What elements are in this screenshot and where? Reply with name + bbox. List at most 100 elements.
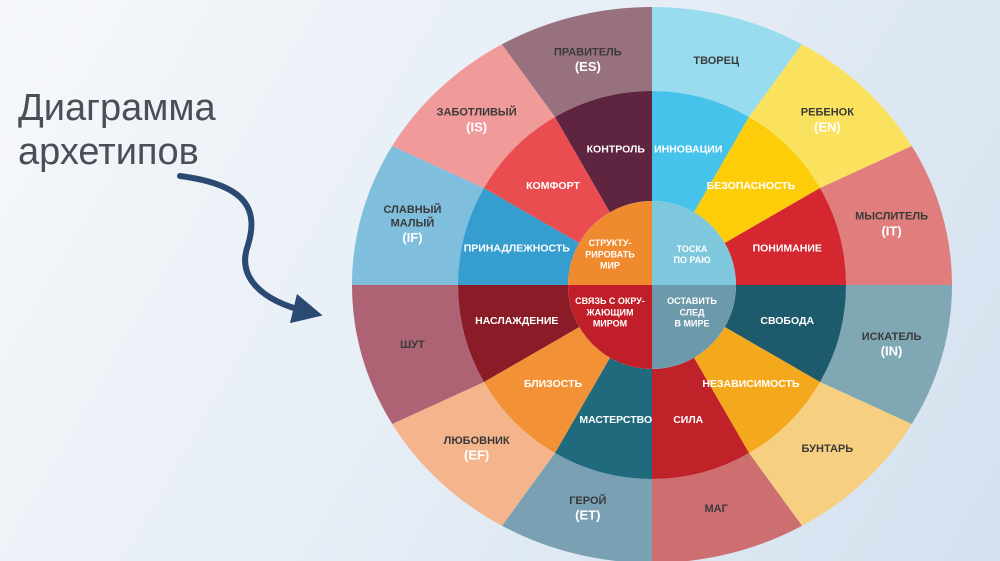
outer-sector-0 bbox=[652, 7, 802, 117]
core-label-top-right-line-0: ТОСКА bbox=[677, 244, 708, 254]
archetype-label-9-line-2: (IF) bbox=[402, 230, 422, 245]
core-label-top-left-line-1: РИРОВАТЬ bbox=[585, 249, 635, 259]
middle-sector-1 bbox=[694, 116, 821, 243]
motivation-label-4: НЕЗАВИСИМОСТЬ bbox=[702, 378, 800, 390]
motivation-label-8-line-0: НАСЛАЖДЕНИЕ bbox=[475, 315, 558, 327]
outer-sector-3 bbox=[820, 285, 952, 424]
motivation-label-2: ПОНИМАНИЕ bbox=[753, 243, 822, 255]
outer-sector-7 bbox=[392, 382, 555, 526]
middle-sector-5 bbox=[652, 357, 749, 479]
outer-sector-10 bbox=[392, 44, 555, 189]
motivation-label-10-line-0: КОМФОРТ bbox=[526, 180, 580, 192]
motivation-label-3: СВОБОДА bbox=[760, 315, 814, 327]
motivation-label-0-line-0: ИННОВАЦИИ bbox=[654, 144, 722, 156]
core-label-top-left-line-0: СТРУКТУ- bbox=[588, 238, 631, 248]
core-label-bottom-right-line-1: СЛЕД bbox=[679, 307, 705, 317]
motivation-label-2-line-0: ПОНИМАНИЕ bbox=[753, 243, 822, 255]
motivation-label-6-line-0: МАСТЕРСТВО bbox=[579, 414, 652, 426]
outer-sector-9 bbox=[352, 146, 484, 285]
motivation-label-7-line-0: БЛИЗОСТЬ bbox=[524, 378, 583, 390]
motivation-label-1: БЕЗОПАСНОСТЬ bbox=[707, 180, 796, 192]
outer-sector-8 bbox=[352, 285, 484, 424]
archetype-label-4-line-0: БУНТАРЬ bbox=[802, 443, 854, 455]
archetype-label-5: МАГ bbox=[705, 503, 729, 515]
title-line-1: Диаграмма bbox=[18, 87, 216, 129]
archetype-label-10: ЗАБОТЛИВЫЙ(IS) bbox=[437, 106, 517, 135]
motivation-label-11: КОНТРОЛЬ bbox=[587, 144, 646, 156]
center-quadrant-top-left bbox=[568, 201, 652, 285]
motivation-label-8: НАСЛАЖДЕНИЕ bbox=[475, 315, 558, 327]
core-label-top-right-line-1: ПО РАЮ bbox=[674, 255, 711, 265]
archetype-label-1: РЕБЕНОК(EN) bbox=[801, 107, 854, 135]
title-line-2: архетипов bbox=[18, 131, 199, 173]
motivation-label-11-line-0: КОНТРОЛЬ bbox=[587, 144, 646, 156]
core-label-top-left-line-2: МИР bbox=[600, 261, 620, 271]
middle-sector-3 bbox=[724, 285, 846, 382]
motivation-label-9: ПРИНАДЛЕЖНОСТЬ bbox=[464, 243, 570, 255]
motivation-label-4-line-0: НЕЗАВИСИМОСТЬ bbox=[702, 378, 800, 390]
archetype-label-8: ШУТ bbox=[400, 339, 425, 351]
archetype-label-11-line-0: ПРАВИТЕЛЬ bbox=[554, 47, 622, 59]
middle-sector-8 bbox=[458, 285, 580, 382]
archetype-label-6-line-0: ГЕРОЙ bbox=[569, 494, 606, 507]
middle-sector-4 bbox=[694, 327, 821, 454]
page-title: Диаграмма архетипов bbox=[18, 86, 216, 174]
middle-sector-0 bbox=[652, 91, 749, 213]
archetype-label-1-line-1: (EN) bbox=[814, 119, 841, 134]
motivation-label-9-line-0: ПРИНАДЛЕЖНОСТЬ bbox=[464, 243, 570, 255]
motivation-label-6: МАСТЕРСТВО bbox=[579, 414, 652, 426]
outer-sector-2 bbox=[820, 146, 952, 285]
middle-sector-11 bbox=[555, 91, 652, 213]
archetype-label-2-line-1: (IT) bbox=[881, 223, 901, 238]
archetype-label-6: ГЕРОЙ(ET) bbox=[569, 494, 606, 523]
motivation-label-5-line-0: СИЛА bbox=[673, 414, 703, 426]
archetype-label-3-line-1: (IN) bbox=[881, 343, 903, 358]
archetype-label-10-line-0: ЗАБОТЛИВЫЙ bbox=[437, 106, 517, 119]
core-label-bottom-left-line-2: МИРОМ bbox=[593, 319, 627, 329]
archetype-label-4: БУНТАРЬ bbox=[802, 443, 854, 455]
archetype-label-7: ЛЮБОВНИК(EF) bbox=[444, 435, 510, 463]
middle-sector-6 bbox=[555, 357, 652, 479]
center-quadrant-top-right bbox=[652, 201, 736, 285]
archetype-label-9-line-1: МАЛЫЙ bbox=[391, 217, 435, 230]
outer-sector-6 bbox=[502, 453, 652, 561]
motivation-label-3-line-0: СВОБОДА bbox=[760, 315, 814, 327]
archetype-label-7-line-0: ЛЮБОВНИК bbox=[444, 435, 510, 447]
outer-sector-4 bbox=[749, 382, 912, 526]
core-label-bottom-left-line-0: СВЯЗЬ С ОКРУ- bbox=[575, 296, 645, 306]
outer-sector-1 bbox=[749, 44, 912, 189]
motivation-label-10: КОМФОРТ bbox=[526, 180, 580, 192]
archetype-label-1-line-0: РЕБЕНОК bbox=[801, 107, 854, 119]
motivation-label-5: СИЛА bbox=[673, 414, 703, 426]
center-quadrant-bottom-right bbox=[652, 285, 736, 369]
archetype-label-10-line-1: (IS) bbox=[466, 119, 487, 134]
core-label-top-left: СТРУКТУ-РИРОВАТЬ МИР bbox=[585, 238, 635, 271]
core-label-bottom-right-line-0: ОСТАВИТЬ bbox=[667, 296, 717, 306]
archetype-label-5-line-0: МАГ bbox=[705, 503, 729, 515]
archetype-label-8-line-0: ШУТ bbox=[400, 339, 425, 351]
archetype-label-6-line-1: (ET) bbox=[575, 507, 600, 522]
archetype-label-3-line-0: ИСКАТЕЛЬ bbox=[862, 331, 922, 343]
archetype-label-11: ПРАВИТЕЛЬ(ES) bbox=[554, 47, 622, 75]
center-quadrant-bottom-left bbox=[568, 285, 652, 369]
outer-sector-11 bbox=[502, 7, 652, 117]
motivation-label-7: БЛИЗОСТЬ bbox=[524, 378, 583, 390]
motivation-label-0: ИННОВАЦИИ bbox=[654, 144, 722, 156]
archetype-label-2: МЫСЛИТЕЛЬ(IT) bbox=[855, 211, 928, 239]
archetype-label-2-line-0: МЫСЛИТЕЛЬ bbox=[855, 211, 928, 223]
core-label-bottom-left-line-1: ЖАЮЩИМ bbox=[585, 307, 633, 317]
archetype-label-3: ИСКАТЕЛЬ(IN) bbox=[862, 331, 922, 359]
archetype-label-9-line-0: СЛАВНЫЙ bbox=[383, 203, 441, 216]
archetype-label-0-line-0: ТВОРЕЦ bbox=[693, 55, 739, 67]
outer-sector-5 bbox=[652, 453, 802, 561]
archetype-label-11-line-1: (ES) bbox=[575, 59, 601, 74]
archetype-label-7-line-1: (EF) bbox=[464, 447, 489, 462]
core-label-bottom-right-line-2: В МИРЕ bbox=[675, 319, 710, 329]
core-label-bottom-left: СВЯЗЬ С ОКРУ-ЖАЮЩИМ МИРОМ bbox=[575, 296, 645, 329]
motivation-label-1-line-0: БЕЗОПАСНОСТЬ bbox=[707, 180, 796, 192]
